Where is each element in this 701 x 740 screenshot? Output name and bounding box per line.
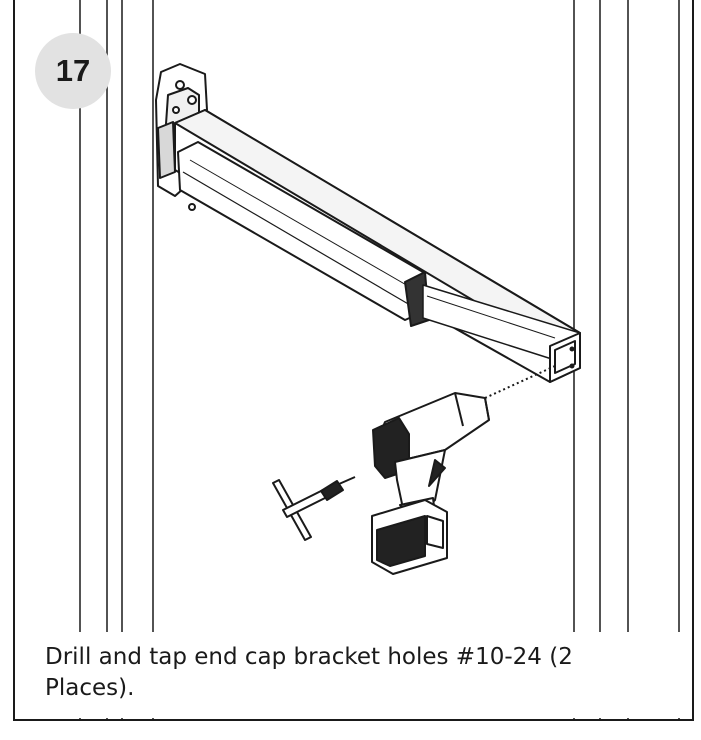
caption-area: Drill and tap end cap bracket holes #10-… xyxy=(15,632,691,718)
cordless-drill-icon xyxy=(371,392,490,575)
instruction-caption: Drill and tap end cap bracket holes #10-… xyxy=(45,644,573,701)
step-number: 17 xyxy=(55,53,91,88)
tap-wrench-icon xyxy=(272,476,356,541)
step-number-badge: 17 xyxy=(35,33,111,109)
drill-bit xyxy=(484,365,556,399)
panic-bar-exit-device-icon xyxy=(155,63,581,383)
instruction-illustration xyxy=(79,0,680,719)
instruction-panel: 17 Drill and tap end cap bracket holes #… xyxy=(13,0,694,721)
